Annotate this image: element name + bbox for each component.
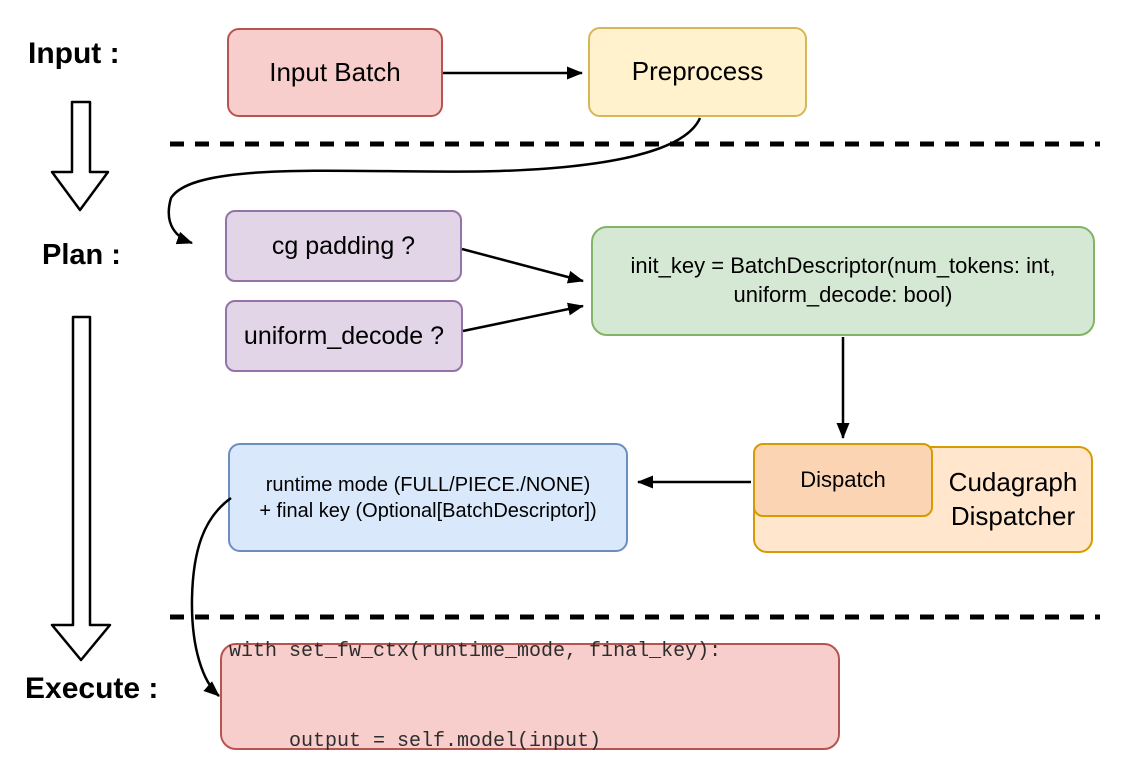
node-dispatch-label: Dispatch — [800, 466, 886, 492]
stage-label-input: Input : — [28, 37, 120, 70]
connector-cgpadding-initkey — [461, 247, 584, 284]
node-input-batch: Input Batch — [227, 28, 443, 117]
node-runtime-mode-line1: runtime mode (FULL/PIECE./NONE) — [265, 473, 591, 496]
cudagraph-label-line2: Dispatcher — [950, 500, 1076, 531]
node-cg-padding: cg padding ? — [225, 210, 462, 282]
node-preprocess-label: Preprocess — [631, 56, 764, 87]
plan-to-execute-arrow — [50, 315, 112, 662]
node-cudagraph-dispatcher-label: Cudagraph Dispatcher — [933, 446, 1093, 553]
stage-label-plan: Plan : — [42, 239, 121, 271]
input-to-plan-arrow — [50, 100, 110, 212]
execute-code-line2: output = self.model(input) — [229, 729, 602, 753]
node-init-key-line2: uniform_decode: bool) — [733, 282, 953, 307]
node-uniform-decode-label: uniform_decode ? — [243, 321, 445, 350]
node-dispatch: Dispatch — [753, 443, 933, 517]
node-runtime-mode: runtime mode (FULL/PIECE./NONE) + final … — [228, 443, 628, 552]
node-init-key: init_key = BatchDescriptor(num_tokens: i… — [591, 226, 1095, 336]
connector-uniformdecode-initkey — [462, 302, 584, 333]
stage-label-execute: Execute : — [25, 672, 159, 705]
execute-code-line1: with set_fw_ctx(runtime_mode, final_key)… — [229, 639, 722, 663]
node-preprocess: Preprocess — [588, 27, 807, 117]
node-init-key-line1: init_key = BatchDescriptor(num_tokens: i… — [630, 253, 1056, 279]
cudagraph-label-line1: Cudagraph — [948, 466, 1078, 497]
node-uniform-decode: uniform_decode ? — [225, 300, 463, 372]
node-input-batch-label: Input Batch — [269, 56, 401, 87]
node-cg-padding-label: cg padding ? — [271, 231, 416, 260]
node-execute-code: with set_fw_ctx(runtime_mode, final_key)… — [220, 640, 840, 753]
node-runtime-mode-line2: + final key (Optional[BatchDescriptor]) — [259, 499, 597, 522]
